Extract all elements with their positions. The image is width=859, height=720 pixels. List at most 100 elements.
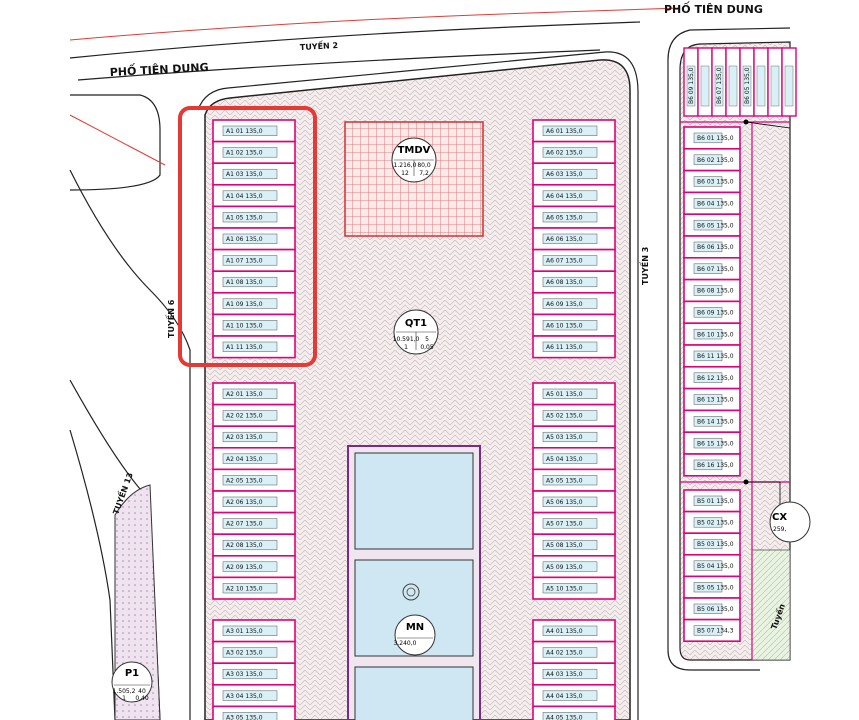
lot-label-box — [222, 539, 278, 551]
lot-label-box — [784, 65, 794, 107]
lot-label-box — [542, 453, 598, 464]
lot-label-box — [542, 647, 598, 658]
lot-label: B6 11 135,0 — [697, 353, 734, 360]
lot-label-box — [693, 394, 723, 405]
lot-label: A2 07 135,0 — [226, 521, 263, 528]
p1-v2: 1 — [122, 695, 126, 702]
lot-label: B5 04 135,0 — [697, 563, 734, 570]
lot-label-box — [742, 65, 752, 107]
cx-code: CX — [772, 512, 787, 523]
lot-label-box — [222, 496, 278, 507]
lot-label-box — [222, 712, 278, 720]
lot-label: B6 01 135,0 — [697, 135, 734, 142]
lot-label: A1 05 135,0 — [226, 214, 263, 221]
lot-label-box — [542, 233, 598, 244]
lot-label: B5 06 135,0 — [697, 606, 734, 613]
lot-label-box — [693, 517, 723, 528]
lot-label: A3 01 135,0 — [226, 628, 263, 635]
lot-label-box — [222, 475, 278, 486]
lot-label: A6 02 135,0 — [546, 150, 583, 157]
street-label-top-left: PHỐ TIÊN DUNG — [109, 59, 209, 79]
route-2-label: TUYẾN 2 — [299, 38, 338, 52]
red-boundary-line — [69, 7, 681, 41]
lot-label: A5 01 135,0 — [546, 391, 583, 398]
lot-blocks: A1 01 135,0A1 02 135,0A1 03 135,0A1 04 1… — [212, 47, 797, 720]
lot-label: A6 06 135,0 — [546, 236, 583, 243]
tmdv-v3: 7,2 — [419, 170, 429, 177]
lot-label-box — [222, 190, 278, 201]
lot-label: B6 16 135,0 — [697, 462, 734, 469]
lot-label: A6 04 135,0 — [546, 193, 583, 200]
lot-label: A4 02 135,0 — [546, 650, 583, 657]
lot-label: B6 12 135,0 — [697, 375, 734, 382]
lot-label-box — [222, 561, 278, 572]
lot-label: A4 03 135,0 — [546, 671, 583, 678]
lot-label-box — [222, 125, 278, 136]
p1-label-circle — [111, 661, 153, 703]
road-lines — [69, 21, 791, 720]
tmdv-area: 1.216,0 — [394, 162, 417, 169]
lot-label: A5 04 135,0 — [546, 456, 583, 463]
lot-label-box — [222, 625, 278, 636]
lot-label-box — [693, 495, 723, 506]
lot-label: A6 10 135,0 — [546, 322, 583, 329]
lot-label: B6 05 135,0 — [697, 222, 734, 229]
lot-label: A6 11 135,0 — [546, 344, 583, 351]
lot-label: A1 03 135,0 — [226, 171, 263, 178]
lot-label-box — [693, 603, 723, 614]
lot-label: A2 04 135,0 — [226, 456, 263, 463]
lot-label-box — [542, 320, 598, 331]
lot-label-box — [542, 255, 598, 266]
lot-label: B6 04 135,0 — [697, 201, 734, 208]
lot-label-box — [222, 341, 278, 352]
lot-label-box — [693, 560, 723, 571]
lot-label: A3 04 135,0 — [226, 693, 263, 700]
lot-label: B6 15 135,0 — [697, 440, 734, 447]
lot-label: A4 04 135,0 — [546, 693, 583, 700]
lot-label-box — [222, 453, 278, 464]
p1-v1: 40 — [138, 688, 146, 695]
lot-label: A1 08 135,0 — [226, 279, 263, 286]
lot-label-box — [728, 65, 738, 107]
lot-label-box — [693, 307, 723, 318]
qt1-v1: 5 — [425, 336, 429, 343]
lot-label: B5 03 135,0 — [697, 541, 734, 548]
lot-label: B5 07 134,3 — [697, 628, 734, 635]
lot-label-box — [770, 65, 780, 107]
lot-label: A1 10 135,0 — [226, 322, 263, 329]
lot-label-box — [542, 410, 598, 421]
lot-label: B6 10 135,0 — [697, 331, 734, 338]
lot-label: A5 10 135,0 — [546, 585, 583, 592]
lot-label-box — [693, 459, 723, 471]
lot-label-box — [542, 431, 598, 443]
qt1-v3: 0,05 — [420, 344, 434, 351]
lot-label: A2 08 135,0 — [226, 542, 263, 549]
lot-label-box — [542, 125, 598, 136]
lot-label: B5 05 135,0 — [697, 584, 734, 591]
lot-label: B6 09 135,0 — [688, 67, 695, 104]
highlight-box[interactable] — [178, 106, 317, 367]
lot-label-box — [542, 388, 598, 399]
lot-label: B6 09 135,0 — [697, 310, 734, 317]
lot-label-box — [693, 154, 723, 165]
lot-label-box — [222, 298, 278, 309]
lot-label-box — [693, 328, 723, 340]
lot-label: A2 05 135,0 — [226, 477, 263, 484]
main-parcel — [204, 59, 631, 720]
qt1-v2: 1 — [404, 344, 408, 351]
lot-label-box — [542, 625, 598, 636]
lot-label-box — [542, 583, 598, 594]
lot-label-box — [222, 518, 278, 529]
lot-label-box — [686, 65, 696, 107]
lot-label-box — [693, 416, 723, 427]
p1-code: P1 — [125, 668, 139, 679]
lot-label-box — [693, 176, 723, 187]
lot-label-box — [222, 668, 278, 680]
lot-label-box — [542, 539, 598, 551]
lot-label: A2 02 135,0 — [226, 413, 263, 420]
lot-label: B6 08 135,0 — [697, 288, 734, 295]
mn-pool-1 — [354, 452, 474, 550]
lot-label: B6 07 135,0 — [716, 67, 723, 104]
lot-label-box — [714, 65, 724, 107]
lot-label: A6 08 135,0 — [546, 279, 583, 286]
